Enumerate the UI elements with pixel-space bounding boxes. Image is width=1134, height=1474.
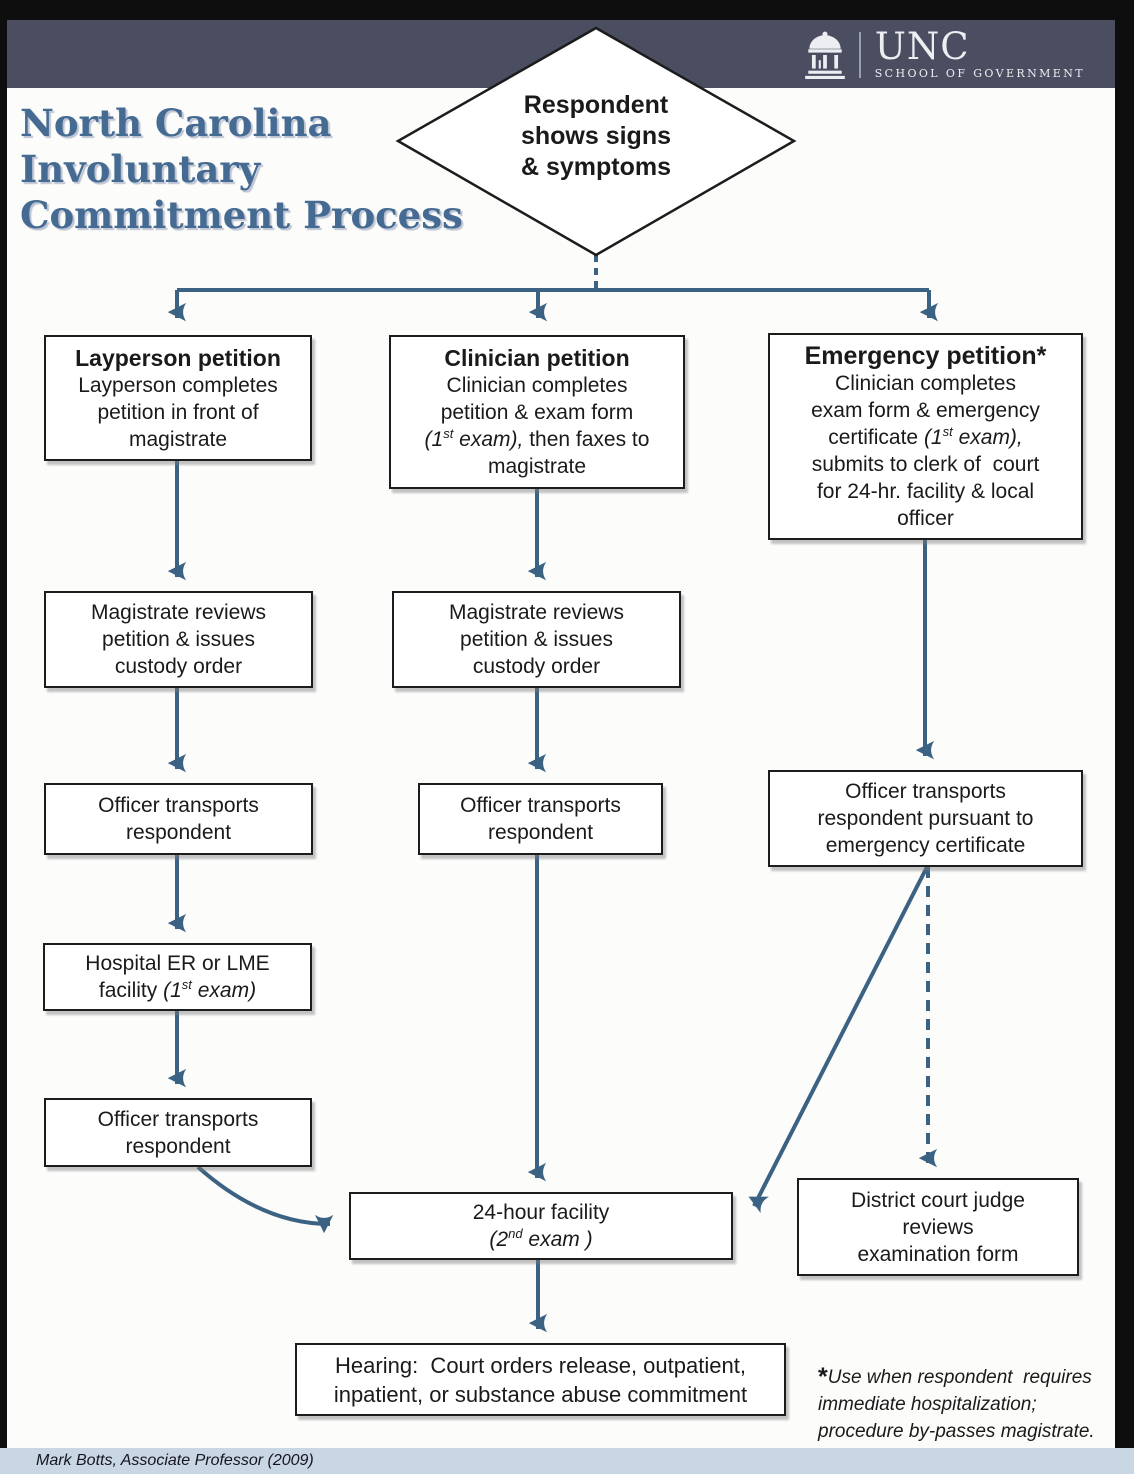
node-body: Clinician completes petition & exam form… [424,374,650,478]
node-body: Officer transports respondent [97,1107,259,1158]
footer-credit: Mark Botts, Associate Professor (2009) [36,1452,314,1469]
footnote: *Use when respondent requires immediate … [818,1364,1118,1445]
node-body: Clinician completes exam form & emergenc… [811,371,1040,530]
diamond-respondent-label: Respondent shows signs & symptoms [520,91,672,181]
node-title: Clinician petition [444,345,630,371]
logo-divider [858,32,861,78]
node-layperson-petition: Layperson petition Layperson completes p… [44,335,312,461]
node-body: Hospital ER or LME facility (1st exam) [85,952,270,1002]
node-body: Officer transports respondent [460,794,621,844]
node-hearing: Hearing: Court orders release, outpatien… [295,1343,786,1416]
logo-brand-text: UNC [874,25,970,68]
node-24-hour-facility: 24-hour facility(2nd exam ) [349,1192,733,1260]
node-officer-transports-mid: Officer transports respondent [418,783,663,855]
node-officer-transports-emergency: Officer transports respondent pursuant t… [768,770,1083,867]
node-body: Magistrate reviews petition & issues cus… [90,601,267,678]
node-officer-transports-left: Officer transports respondent [44,783,313,855]
logo-wordmark: UNC SCHOOL OF GOVERNMENT [874,25,1085,80]
node-body: Magistrate reviews petition & issues cus… [448,601,625,678]
node-body: 24-hour facility(2nd exam ) [472,1201,610,1251]
arrow-officer-emergency-to-24hr-facility [748,866,929,1214]
node-magistrate-reviews-left: Magistrate reviews petition & issues cus… [44,591,313,688]
page-title: North Carolina Involuntary Commitment Pr… [20,101,463,237]
unc-logo: UNC SCHOOL OF GOVERNMENT [803,26,1085,84]
node-body: Officer transports respondent pursuant t… [817,780,1034,857]
footnote-text: Use when respondent requires immediate h… [818,1367,1095,1442]
node-magistrate-reviews-mid: Magistrate reviews petition & issues cus… [392,591,681,688]
node-officer-transports-left-2: Officer transports respondent [44,1098,312,1167]
old-well-icon [804,31,845,79]
node-title: Emergency petition* [804,341,1047,370]
node-body: Hearing: Court orders release, outpatien… [333,1352,748,1407]
arrow-officer2-to-24hr-facility [196,1165,334,1234]
footnote-asterisk: * [818,1363,828,1391]
node-body: District court judge reviews examination… [851,1188,1025,1266]
footer-bar: Mark Botts, Associate Professor (2009) [0,1448,1134,1474]
diamond-shape [395,26,797,257]
node-body: Officer transports respondent [98,794,259,844]
node-body: Layperson completes petition in front of… [78,373,278,451]
logo-sub-text: SCHOOL OF GOVERNMENT [874,67,1085,80]
node-clinician-petition: Clinician petition Clinician completes p… [389,335,685,489]
node-district-court-judge: District court judge reviews examination… [797,1178,1079,1276]
node-hospital-er-lme: Hospital ER or LME facility (1st exam) [43,943,312,1011]
node-emergency-petition: Emergency petition* Clinician completes … [768,333,1083,540]
node-title: Layperson petition [75,344,281,371]
